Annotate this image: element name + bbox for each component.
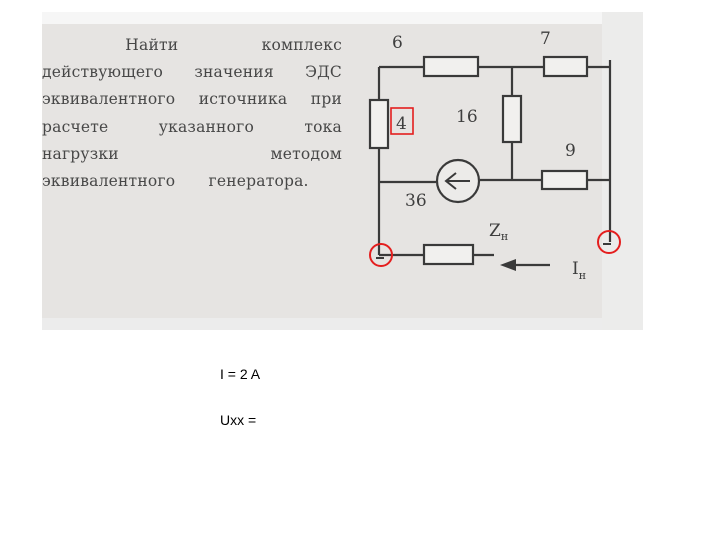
label-r4: 4: [396, 114, 407, 134]
label-load-current: Iн: [572, 259, 586, 282]
label-load-main: Z: [489, 221, 501, 241]
label-r6: 6: [392, 33, 403, 53]
task-line-4: расчете указанного тока: [42, 114, 342, 141]
label-highlight-box: [390, 107, 414, 135]
resistor-r16: [501, 94, 523, 144]
resistor-r6: [422, 55, 480, 78]
load-impedance: [422, 243, 475, 266]
task-word: тока: [304, 117, 342, 136]
task-word: указанного: [158, 117, 254, 136]
label-load-current-main: I: [572, 259, 579, 279]
task-word: действующего: [42, 63, 164, 82]
task-word: комплекс: [261, 36, 342, 54]
task-word: Найти: [125, 36, 179, 54]
label-r16: 16: [456, 107, 478, 127]
resistor-r4: [368, 98, 390, 150]
task-word: нагрузки: [42, 144, 119, 163]
textbook-photo: Найти комплекс действующего значения ЭДС…: [42, 12, 643, 330]
terminal-marker-left: [369, 243, 393, 267]
task-line-3: эквивалентного источника при: [42, 86, 342, 113]
label-r9: 9: [565, 141, 576, 161]
task-line-5: нагрузки методом: [42, 141, 342, 168]
terminal-marker-right: [597, 230, 621, 254]
given-current: I = 2 A: [220, 366, 261, 382]
resistor-r9: [540, 169, 589, 191]
resistor-r7: [542, 55, 589, 78]
task-word: при: [310, 90, 342, 109]
task-word: расчете: [42, 117, 109, 136]
label-r7: 7: [540, 29, 551, 49]
task-word: ЭДС: [305, 63, 342, 82]
task-line-2: действующего значения ЭДС: [42, 59, 342, 86]
task-word: методом: [270, 144, 342, 163]
task-statement: Найти комплекс действующего значения ЭДС…: [42, 32, 342, 195]
load-current-arrowhead: [500, 259, 516, 271]
label-load-current-sub: н: [579, 269, 586, 282]
task-line-1: Найти комплекс: [42, 32, 342, 59]
task-line-6: эквивалентного генератора.: [42, 168, 342, 195]
label-load: Zн: [489, 221, 508, 243]
task-word: эквивалентного: [42, 171, 176, 190]
label-load-sub: н: [501, 230, 508, 243]
terminal-markers: [369, 230, 621, 267]
task-word: генератора.: [208, 171, 309, 190]
task-word: эквивалентного: [42, 90, 176, 109]
task-word: значения: [194, 63, 274, 82]
load-current-arrow: [500, 259, 550, 271]
current-source-arrowhead: [444, 172, 457, 190]
given-open-circuit-voltage: Uxx =: [220, 412, 257, 428]
current-source: [435, 158, 481, 204]
circuit-diagram: 6 7 4 16 9 36 Zн Iн: [368, 29, 621, 282]
label-r36: 36: [405, 191, 427, 211]
task-word: источника: [198, 90, 288, 109]
